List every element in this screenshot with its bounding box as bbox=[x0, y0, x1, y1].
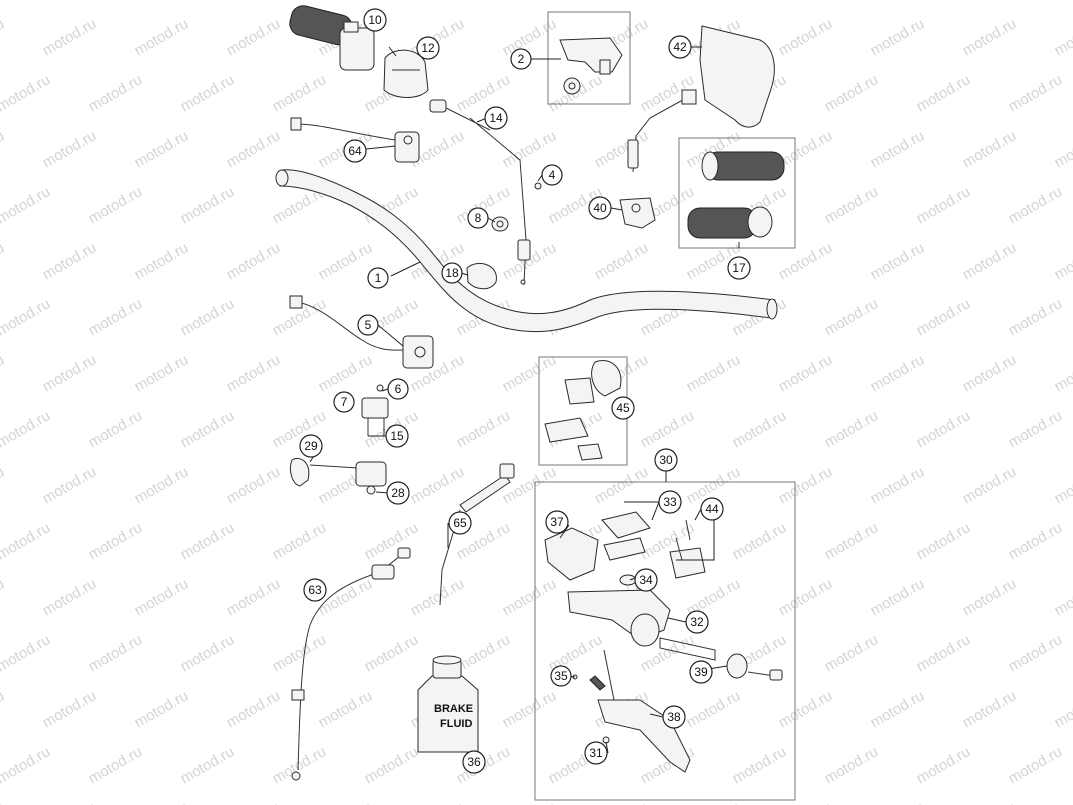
callout-10: 10 bbox=[363, 8, 387, 32]
throttle-grip bbox=[289, 5, 375, 71]
callout-1: 1 bbox=[367, 267, 389, 289]
throttle-cable-end bbox=[429, 99, 542, 286]
group-box-17 bbox=[678, 137, 796, 249]
callout-32: 32 bbox=[685, 610, 709, 634]
svg-text:64: 64 bbox=[348, 144, 362, 158]
callout-33: 33 bbox=[658, 490, 682, 514]
throttle-housing bbox=[383, 49, 429, 98]
svg-text:29: 29 bbox=[304, 439, 318, 453]
callout-4: 4 bbox=[541, 164, 563, 186]
svg-text:6: 6 bbox=[395, 382, 402, 396]
bar-clamp-parts bbox=[559, 37, 623, 95]
callout-42: 42 bbox=[668, 35, 692, 59]
callout-30: 30 bbox=[654, 448, 678, 472]
clamp-group-45 bbox=[544, 360, 622, 461]
callout-12: 12 bbox=[416, 36, 440, 60]
callout-45: 45 bbox=[611, 396, 635, 420]
callout-63: 63 bbox=[303, 578, 327, 602]
svg-text:10: 10 bbox=[368, 13, 382, 27]
svg-text:63: 63 bbox=[308, 583, 322, 597]
cable-65 bbox=[439, 463, 515, 606]
callout-2: 2 bbox=[510, 48, 532, 70]
svg-text:18: 18 bbox=[445, 266, 459, 280]
callout-17: 17 bbox=[727, 256, 751, 280]
svg-text:65: 65 bbox=[453, 516, 467, 530]
callout-44: 44 bbox=[700, 497, 724, 521]
group-box-30 bbox=[534, 481, 796, 801]
svg-text:1: 1 bbox=[375, 271, 382, 285]
svg-text:14: 14 bbox=[489, 111, 503, 125]
master-cylinder-assembly bbox=[544, 511, 783, 773]
callout-40: 40 bbox=[588, 196, 612, 220]
callout-37: 37 bbox=[545, 510, 569, 534]
svg-text:30: 30 bbox=[659, 453, 673, 467]
cable-63 bbox=[291, 547, 411, 781]
svg-text:5: 5 bbox=[365, 318, 372, 332]
callout-29: 29 bbox=[299, 434, 323, 458]
svg-text:34: 34 bbox=[639, 573, 653, 587]
svg-text:45: 45 bbox=[616, 401, 630, 415]
svg-text:32: 32 bbox=[690, 615, 704, 629]
callout-7: 7 bbox=[333, 391, 355, 413]
svg-text:38: 38 bbox=[667, 710, 681, 724]
svg-text:35: 35 bbox=[554, 669, 568, 683]
svg-text:36: 36 bbox=[467, 755, 481, 769]
svg-text:37: 37 bbox=[550, 515, 564, 529]
svg-text:33: 33 bbox=[663, 495, 677, 509]
callout-35: 35 bbox=[550, 665, 572, 687]
handguard-42 bbox=[627, 25, 775, 173]
callout-6: 6 bbox=[387, 378, 409, 400]
svg-text:2: 2 bbox=[518, 52, 525, 66]
clamp-7 bbox=[361, 384, 389, 436]
left-switch-5 bbox=[289, 295, 434, 369]
callout-15: 15 bbox=[385, 424, 409, 448]
callout-64: 64 bbox=[343, 139, 367, 163]
clip-18 bbox=[466, 263, 497, 290]
kill-switch bbox=[290, 117, 420, 163]
svg-text:44: 44 bbox=[705, 502, 719, 516]
svg-text:28: 28 bbox=[391, 486, 405, 500]
handlebar bbox=[275, 169, 778, 333]
callout-65: 65 bbox=[448, 511, 472, 535]
clamp-8 bbox=[491, 216, 509, 232]
callout-14: 14 bbox=[484, 106, 508, 130]
bottle-label-line-1: BRAKE bbox=[434, 703, 473, 715]
callout-8: 8 bbox=[467, 207, 489, 229]
grip-set-17 bbox=[687, 151, 785, 239]
svg-text:4: 4 bbox=[549, 168, 556, 182]
svg-text:7: 7 bbox=[341, 395, 348, 409]
lever-assembly-29 bbox=[289, 457, 387, 495]
callout-38: 38 bbox=[662, 705, 686, 729]
svg-text:40: 40 bbox=[593, 201, 607, 215]
bottle-label-line-2: FLUID bbox=[440, 718, 472, 730]
svg-text:42: 42 bbox=[673, 40, 687, 54]
svg-text:31: 31 bbox=[589, 746, 603, 760]
svg-text:39: 39 bbox=[694, 665, 708, 679]
callout-5: 5 bbox=[357, 314, 379, 336]
callout-18: 18 bbox=[441, 262, 463, 284]
callout-31: 31 bbox=[584, 741, 608, 765]
callout-39: 39 bbox=[689, 660, 713, 684]
callout-34: 34 bbox=[634, 568, 658, 592]
clamp-40 bbox=[619, 197, 656, 229]
svg-text:12: 12 bbox=[421, 41, 435, 55]
group-box-2 bbox=[547, 11, 631, 105]
callout-28: 28 bbox=[386, 481, 410, 505]
svg-text:8: 8 bbox=[475, 211, 482, 225]
svg-text:15: 15 bbox=[390, 429, 404, 443]
brake-fluid-bottle: BRAKE FLUID bbox=[417, 655, 479, 753]
svg-text:17: 17 bbox=[732, 261, 746, 275]
callout-36: 36 bbox=[462, 750, 486, 774]
